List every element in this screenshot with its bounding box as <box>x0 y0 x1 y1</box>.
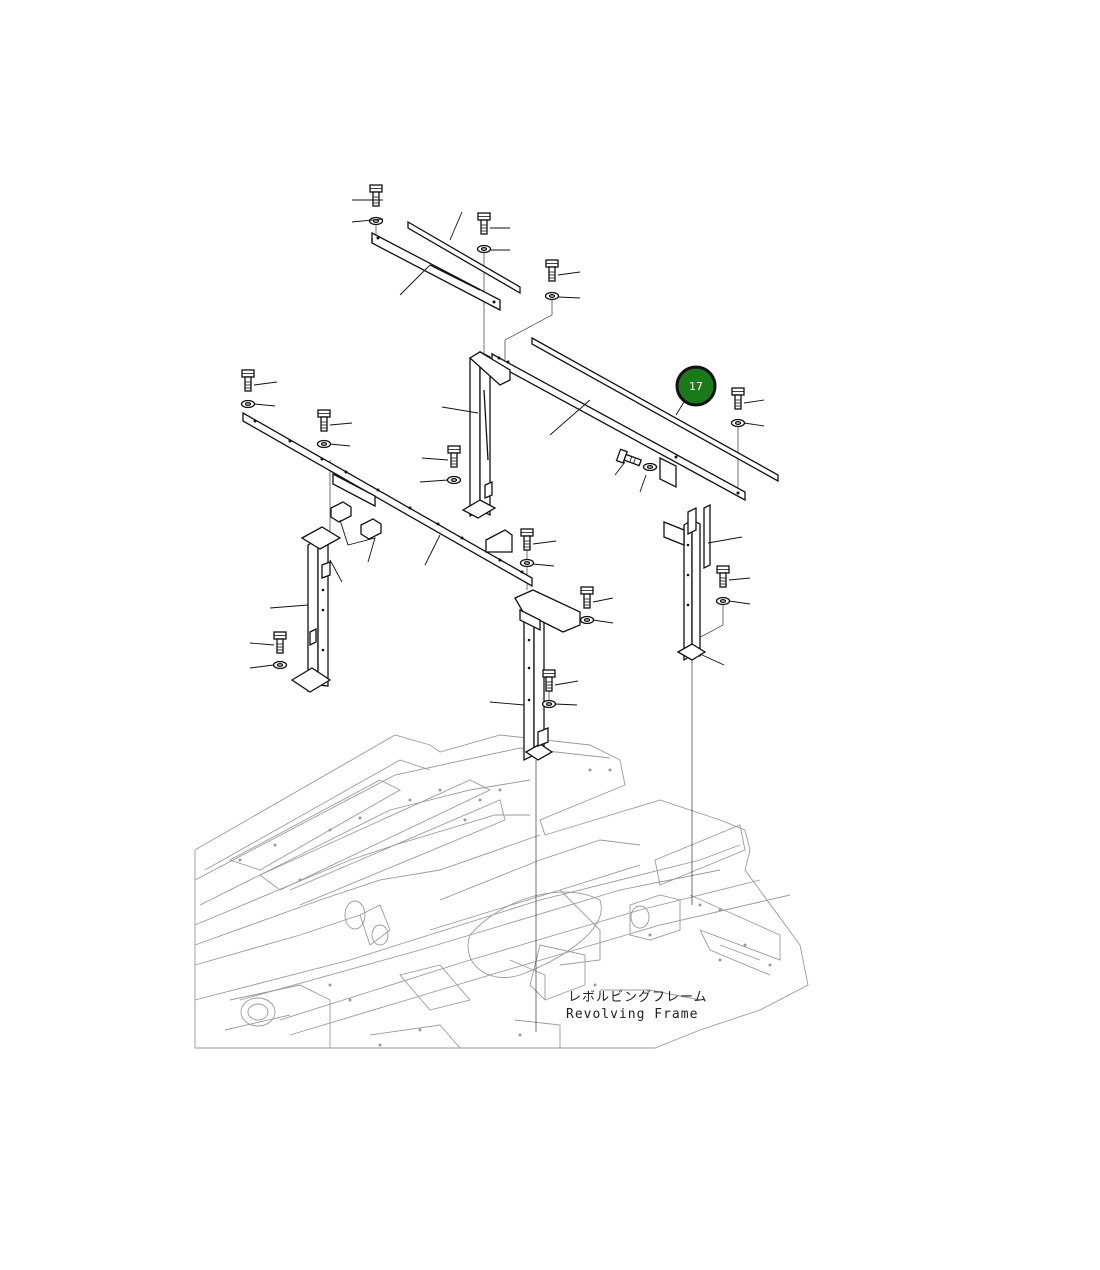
frame-label: レボルビングフレーム Revolving Frame <box>535 990 708 1032</box>
centre-front-post <box>489 589 581 762</box>
callout-17-number: 17 <box>689 380 703 393</box>
right-front-post <box>663 503 743 666</box>
callout-17-circle[interactable] <box>675 365 717 407</box>
centre-upper-post <box>441 350 511 519</box>
upper-bracket-beam <box>371 211 521 312</box>
leader-lines <box>249 199 765 706</box>
right-long-beam <box>491 336 779 502</box>
left-long-beam <box>242 411 533 588</box>
bolt-set <box>240 184 746 709</box>
frame-label-jp: レボルビングフレーム <box>568 990 708 1005</box>
callout-17[interactable]: 17 <box>675 365 717 416</box>
revolving-frame <box>194 734 809 1049</box>
left-front-post <box>269 526 343 693</box>
frame-label-en: Revolving Frame <box>566 1007 698 1022</box>
